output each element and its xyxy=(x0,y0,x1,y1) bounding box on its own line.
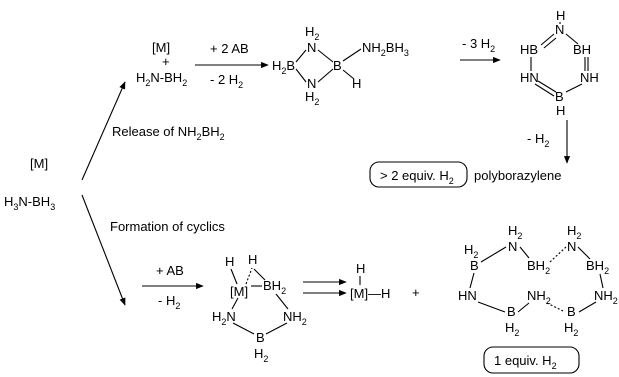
upper-step2-loss: - 3 H2 xyxy=(462,36,495,54)
svg-text:H: H xyxy=(556,103,565,118)
svg-text:N: N xyxy=(555,22,564,37)
starting-material: [M] H3N-BH3 xyxy=(4,156,55,212)
svg-text:B: B xyxy=(333,58,342,73)
svg-text:HN: HN xyxy=(458,288,477,303)
svg-text:H2: H2 xyxy=(564,320,578,338)
svg-text:BH2: BH2 xyxy=(263,278,286,296)
arrow-lower-branch xyxy=(81,194,126,306)
svg-text:H2: H2 xyxy=(305,89,319,107)
lower-plus: + xyxy=(412,285,420,300)
upper-step1-reagent: + 2 AB xyxy=(210,41,249,56)
svg-text:H: H xyxy=(225,254,234,269)
cyclodiborazane-structure: H2 N H2B B N H2 NH2BH3 H xyxy=(272,24,409,107)
upper-step1-loss: - 2 H2 xyxy=(210,72,243,90)
upper-pathway-label: Release of NH2BH2 xyxy=(112,124,225,142)
svg-text:B: B xyxy=(470,258,479,273)
upper-intermediate-species: H2N-BH2 xyxy=(136,70,187,88)
lower-step1-loss: - H2 xyxy=(158,293,180,311)
svg-text:H: H xyxy=(356,261,365,276)
svg-text:NH2: NH2 xyxy=(283,309,307,327)
svg-text:BH2: BH2 xyxy=(527,258,550,276)
lower-h2-yield: 1 equiv. H2 xyxy=(494,353,557,371)
upper-step3-loss: - H2 xyxy=(527,131,549,149)
metal-hydride: H [M]—H xyxy=(350,261,390,301)
svg-text:H: H xyxy=(248,252,257,267)
svg-text:B: B xyxy=(507,304,516,319)
svg-text:[M]: [M] xyxy=(230,284,248,299)
lower-h2-yield-box xyxy=(483,346,580,374)
svg-text:H2B: H2B xyxy=(272,58,295,76)
start-catalyst: [M] xyxy=(30,156,48,171)
upper-h2-yield-box xyxy=(369,161,468,188)
upper-intermediate: [M] + H2N-BH2 xyxy=(136,40,187,88)
svg-text:H: H xyxy=(556,8,565,23)
svg-text:NH2BH3: NH2BH3 xyxy=(362,40,409,58)
lower-pathway-label: Formation of cyclics xyxy=(110,219,225,234)
metal-cyclic-intermediate: H H [M] BH2 H2N NH2 B H2 xyxy=(212,252,307,364)
start-substrate: H3N-BH3 xyxy=(4,194,55,212)
upper-intermediate-catalyst: [M] xyxy=(152,40,170,55)
lower-step1-reagent: + AB xyxy=(156,263,184,278)
svg-text:B: B xyxy=(555,89,564,104)
upper-h2-yield: > 2 equiv. H2 xyxy=(380,168,454,186)
svg-text:NH2: NH2 xyxy=(527,288,551,306)
svg-text:N: N xyxy=(307,76,316,91)
upper-intermediate-plus: + xyxy=(162,54,170,69)
svg-text:N: N xyxy=(307,40,316,55)
svg-text:H: H xyxy=(352,76,361,91)
svg-text:BH2: BH2 xyxy=(586,258,609,276)
borazine-structure: H N HB BH HN NH B H xyxy=(520,8,599,118)
upper-product-polymer: polyborazylene xyxy=(474,168,561,183)
svg-text:B: B xyxy=(567,304,576,319)
svg-text:H2: H2 xyxy=(254,346,268,364)
svg-text:BH: BH xyxy=(573,42,591,57)
cyclic-aminoborane-product: H2 N H2 N H2 B BH2 BH2 HN NH2 NH2 B H2 B… xyxy=(458,223,618,338)
metal-hydride-label: [M]—H xyxy=(350,286,390,301)
svg-text:H2N: H2N xyxy=(212,309,236,327)
svg-text:N: N xyxy=(508,239,517,254)
svg-text:B: B xyxy=(256,330,265,345)
svg-text:HB: HB xyxy=(520,42,538,57)
svg-text:NH: NH xyxy=(580,70,599,85)
svg-text:HN: HN xyxy=(520,70,539,85)
arrow-upper-branch xyxy=(81,81,126,181)
svg-text:NH2: NH2 xyxy=(594,288,618,306)
svg-text:H2: H2 xyxy=(505,320,519,338)
svg-text:N: N xyxy=(567,239,576,254)
